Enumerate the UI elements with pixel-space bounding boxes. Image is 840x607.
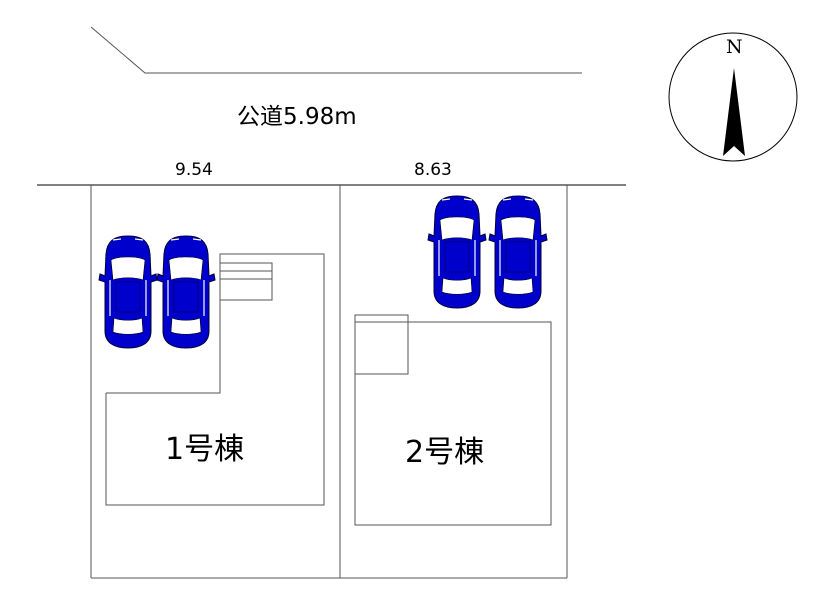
car-icon <box>427 195 487 309</box>
lot2-frontage-label: 8.63 <box>414 160 452 180</box>
car-icon <box>98 235 158 349</box>
car-icon <box>156 235 216 349</box>
building2-footprint <box>354 321 552 526</box>
compass: N <box>668 32 798 162</box>
car-icon <box>488 195 548 309</box>
north-label: N <box>726 36 743 58</box>
north-arrow-icon <box>723 68 745 156</box>
building1-label: 1号棟 <box>165 432 244 467</box>
road-edge-line <box>90 26 582 74</box>
road-label: 公道5.98m <box>237 104 357 130</box>
lot1-frontage-label: 9.54 <box>175 160 213 180</box>
building2-label: 2号棟 <box>405 435 484 470</box>
building2-porch <box>354 314 409 375</box>
building1-footprint <box>105 253 325 506</box>
building1-porch <box>219 262 273 301</box>
